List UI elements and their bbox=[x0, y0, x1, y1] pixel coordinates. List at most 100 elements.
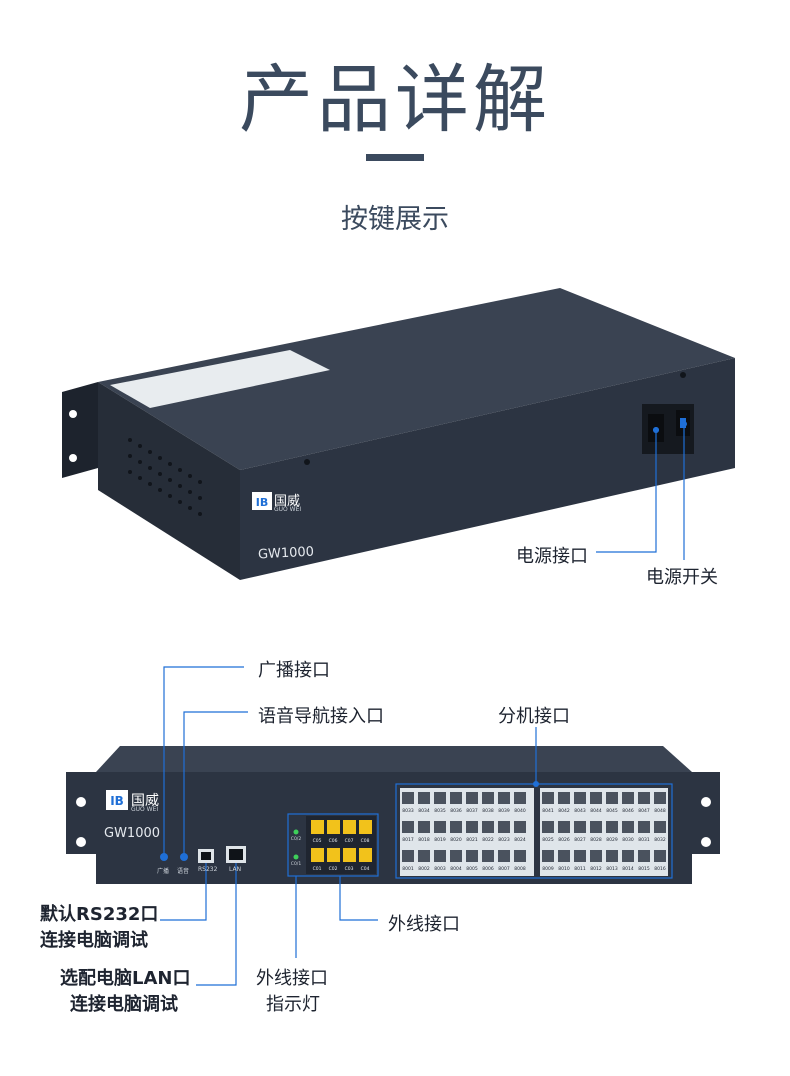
extension-port-label: 8031 bbox=[638, 837, 650, 843]
extension-port bbox=[558, 792, 570, 804]
extension-port bbox=[622, 792, 634, 804]
extension-port bbox=[558, 850, 570, 862]
extension-port bbox=[418, 792, 430, 804]
extension-port bbox=[418, 821, 430, 833]
front-brand-text: 国威 bbox=[131, 793, 159, 809]
extension-port-label: 8007 bbox=[498, 866, 510, 872]
extension-port bbox=[590, 850, 602, 862]
extension-port bbox=[654, 850, 666, 862]
co-port-label: C08 bbox=[361, 838, 370, 844]
extension-port-label: 8017 bbox=[402, 837, 414, 843]
co-port-label: C04 bbox=[361, 866, 370, 872]
extension-port-label: 8022 bbox=[482, 837, 494, 843]
extension-port bbox=[482, 821, 494, 833]
extension-port bbox=[498, 821, 510, 833]
extension-port-label: 8030 bbox=[622, 837, 634, 843]
extension-port bbox=[402, 792, 414, 804]
extension-port bbox=[558, 821, 570, 833]
extension-port-label: 8038 bbox=[482, 808, 494, 814]
extension-port-label: 8014 bbox=[622, 866, 634, 872]
extension-port bbox=[466, 850, 478, 862]
extension-port bbox=[542, 821, 554, 833]
extension-port-label: 8033 bbox=[402, 808, 414, 814]
co-port-label: C03 bbox=[345, 866, 354, 872]
extension-port-label: 8001 bbox=[402, 866, 414, 872]
co-port-label: C02 bbox=[329, 866, 338, 872]
callout-voice-nav-port: 语音导航接入口 bbox=[258, 706, 384, 727]
broadcast-small-label: 广播 bbox=[157, 868, 170, 875]
extension-port bbox=[498, 850, 510, 862]
extension-port-label: 8045 bbox=[606, 808, 618, 814]
extension-port bbox=[638, 821, 650, 833]
top-callout-lines bbox=[596, 424, 685, 560]
led-label: C0/1 bbox=[291, 861, 302, 867]
extension-port-label: 8021 bbox=[466, 837, 478, 843]
extension-port bbox=[402, 850, 414, 862]
extension-port-label: 8004 bbox=[450, 866, 462, 872]
extension-port bbox=[514, 792, 526, 804]
extension-port-label: 8005 bbox=[466, 866, 478, 872]
extension-port bbox=[542, 792, 554, 804]
extension-port-label: 8024 bbox=[514, 837, 526, 843]
extension-port bbox=[418, 850, 430, 862]
callout-broadcast-port: 广播接口 bbox=[258, 660, 330, 681]
extension-port bbox=[622, 821, 634, 833]
extension-port bbox=[654, 821, 666, 833]
extension-port-label: 8016 bbox=[654, 866, 666, 872]
extension-port-label: 8011 bbox=[574, 866, 586, 872]
callout-trunk-port: 外线接口 bbox=[388, 914, 460, 935]
extension-port-label: 8044 bbox=[590, 808, 602, 814]
extension-port bbox=[482, 850, 494, 862]
extension-port bbox=[542, 850, 554, 862]
lan-small-label: LAN bbox=[229, 866, 242, 873]
extension-port-label: 8018 bbox=[418, 837, 430, 843]
extension-port-label: 8048 bbox=[654, 808, 666, 814]
callout-rs232-line2: 连接电脑调试 bbox=[40, 930, 148, 951]
extension-port bbox=[622, 850, 634, 862]
extension-port bbox=[514, 850, 526, 862]
extension-port bbox=[450, 792, 462, 804]
extension-port bbox=[606, 821, 618, 833]
extension-port-label: 8027 bbox=[574, 837, 586, 843]
extension-port-label: 8042 bbox=[558, 808, 570, 814]
extension-port bbox=[574, 850, 586, 862]
extension-port-label: 8047 bbox=[638, 808, 650, 814]
page-subtitle: 按键展示 bbox=[341, 204, 449, 235]
extension-port bbox=[654, 792, 666, 804]
extension-port bbox=[590, 792, 602, 804]
co-port-label: C01 bbox=[313, 866, 322, 872]
page-title: 产品详解 bbox=[239, 57, 551, 143]
extension-port-label: 8006 bbox=[482, 866, 494, 872]
extension-port-label: 8043 bbox=[574, 808, 586, 814]
extension-port bbox=[590, 821, 602, 833]
svg-text:IB: IB bbox=[256, 496, 268, 509]
extension-port-label: 8041 bbox=[542, 808, 554, 814]
extension-port bbox=[498, 792, 510, 804]
extension-port-label: 8046 bbox=[622, 808, 634, 814]
rs232-small-label: RS232 bbox=[198, 866, 218, 873]
extension-port-label: 8002 bbox=[418, 866, 430, 872]
callout-lan-line2: 连接电脑调试 bbox=[70, 994, 178, 1015]
extension-port-label: 8029 bbox=[606, 837, 618, 843]
callout-trunk-led-line1: 外线接口 bbox=[256, 968, 328, 989]
callout-lan-line1: 选配电脑LAN口 bbox=[60, 968, 191, 989]
extension-port bbox=[450, 850, 462, 862]
front-model-label: GW1000 bbox=[104, 826, 161, 841]
extension-port bbox=[434, 792, 446, 804]
extension-port-label: 8037 bbox=[466, 808, 478, 814]
extension-port-label: 8010 bbox=[558, 866, 570, 872]
device-top-view: IB bbox=[62, 288, 735, 580]
extension-port bbox=[466, 792, 478, 804]
extension-port bbox=[466, 821, 478, 833]
extension-port-label: 8023 bbox=[498, 837, 510, 843]
extension-port-label: 8025 bbox=[542, 837, 554, 843]
extension-port bbox=[402, 821, 414, 833]
extension-port bbox=[434, 821, 446, 833]
top-brand-sub: GUO WEI bbox=[274, 506, 302, 513]
led-label: C0/2 bbox=[291, 836, 302, 842]
extension-port bbox=[450, 821, 462, 833]
side-vent bbox=[128, 438, 202, 516]
extension-port-label: 8008 bbox=[514, 866, 526, 872]
extension-port bbox=[514, 821, 526, 833]
